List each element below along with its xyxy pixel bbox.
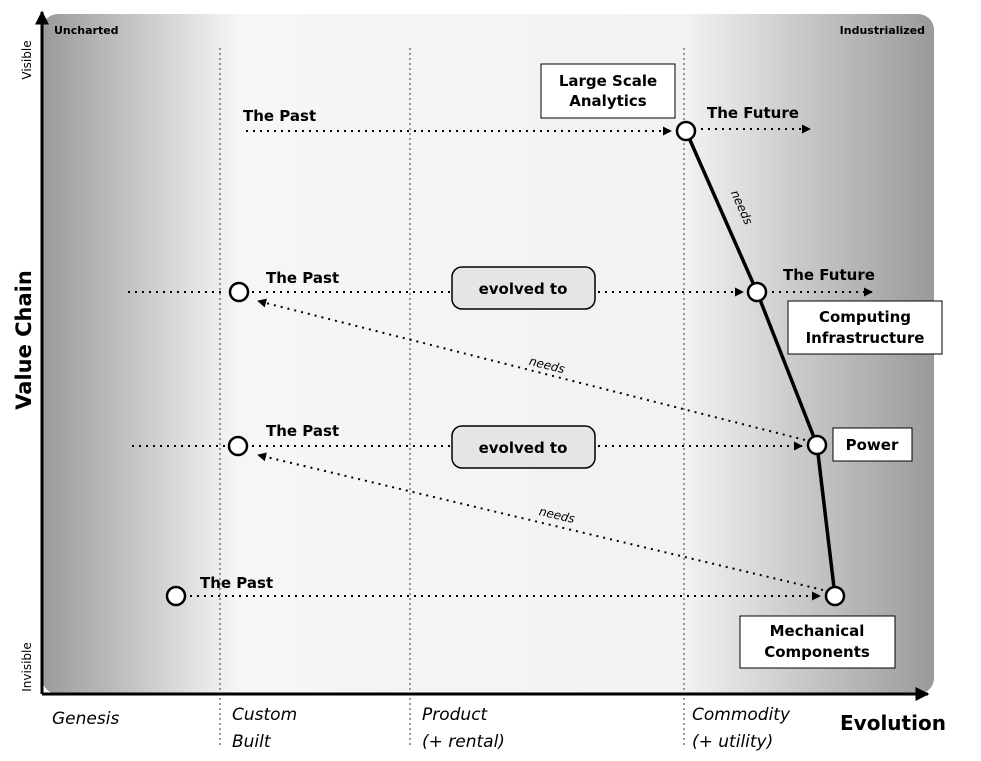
stage-commodity-line1: Commodity bbox=[692, 705, 791, 725]
node-past-mechanical bbox=[165, 585, 187, 607]
component-box-mechanical bbox=[739, 615, 896, 669]
evolved-to-pill-1 bbox=[451, 266, 596, 310]
past-label-computing: The Past bbox=[266, 269, 339, 287]
component-mechanical-line2: Components bbox=[764, 643, 870, 661]
node-computing bbox=[746, 281, 768, 303]
needs-arrow-power-to-past bbox=[257, 298, 806, 441]
stage-product-line2: (+ rental) bbox=[422, 732, 505, 752]
zone-uncharted: Uncharted bbox=[54, 24, 119, 37]
node-mechanical bbox=[824, 585, 846, 607]
stage-genesis: Genesis bbox=[52, 709, 119, 729]
evolved-to-label-2: evolved to bbox=[479, 439, 568, 457]
past-label-power: The Past bbox=[266, 422, 339, 440]
component-power-label: Power bbox=[846, 436, 899, 454]
y-axis-bottom-label: Invisible bbox=[20, 642, 34, 692]
stage-custom-line1: Custom bbox=[232, 705, 297, 725]
component-box-computing bbox=[787, 300, 943, 355]
component-mechanical-line1: Mechanical bbox=[770, 622, 865, 640]
past-label-analytics: The Past bbox=[243, 107, 316, 125]
zone-industrialized: Industrialized bbox=[840, 24, 925, 37]
component-analytics-line1: Large Scale bbox=[559, 72, 657, 90]
component-analytics-line2: Analytics bbox=[569, 92, 647, 110]
evolved-to-label-1: evolved to bbox=[479, 280, 568, 298]
stage-commodity-line2: (+ utility) bbox=[692, 732, 773, 752]
y-axis-top-label: Visible bbox=[20, 40, 34, 79]
stage-product-line1: Product bbox=[422, 705, 489, 725]
component-computing-line2: Infrastructure bbox=[806, 329, 925, 347]
x-axis-title: Evolution bbox=[840, 711, 946, 735]
node-power bbox=[806, 434, 828, 456]
node-analytics bbox=[675, 120, 697, 142]
future-label-analytics: The Future bbox=[707, 104, 799, 122]
component-computing-line1: Computing bbox=[819, 308, 911, 326]
y-axis-title: Value Chain bbox=[12, 270, 36, 410]
past-label-mechanical: The Past bbox=[200, 574, 273, 592]
evolved-to-pill-2 bbox=[451, 425, 596, 469]
component-box-power bbox=[832, 427, 913, 462]
value-chain-link bbox=[684, 130, 837, 597]
node-past-computing bbox=[228, 281, 250, 303]
node-past-power bbox=[227, 435, 249, 457]
stage-custom-line2: Built bbox=[232, 732, 272, 752]
future-label-computing: The Future bbox=[783, 266, 875, 284]
needs-arrow-mechanical-to-past bbox=[257, 452, 824, 591]
component-box-analytics bbox=[540, 63, 676, 119]
